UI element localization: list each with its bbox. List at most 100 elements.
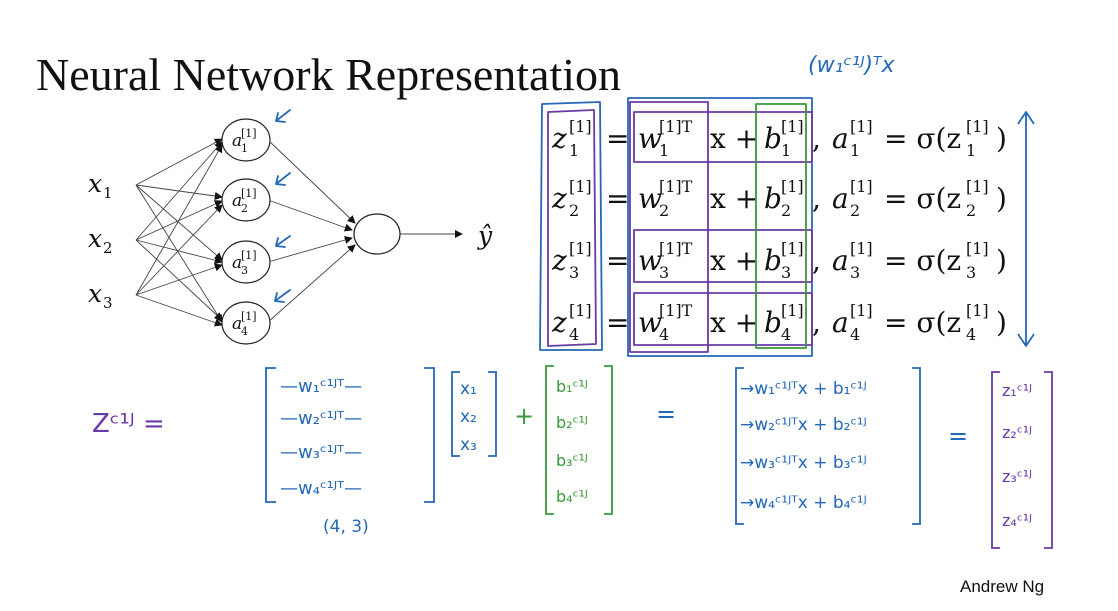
z-vec-3: z₃ᶜ¹ᴶ [1002,467,1032,486]
x-vec-1: x₁ [460,379,477,399]
equation-3-wsub: 3 [659,263,669,282]
b-vec-4: b₄ᶜ¹ᴶ [556,487,588,506]
svg-text:[1]: [1] [241,249,257,262]
equation-3-z: z [551,244,567,277]
equation-3-bsup: [1] [781,239,804,258]
result-matrix-bracket [735,367,921,525]
equation-3-rsup: [1] [966,239,989,258]
equation-3-wsup: [1]T [659,239,693,258]
hidden-node-4: a [1] 4 [221,301,271,345]
equation-2-a: a [832,182,849,215]
equation-3-a: a [832,244,849,277]
svg-text:3: 3 [103,294,113,312]
output-yhat: ŷ [477,221,493,250]
network-connections [135,138,463,327]
b-vec-3: b₃ᶜ¹ᴶ [556,451,588,470]
slide-title: Neural Network Representation [36,49,622,100]
equation-2-bsup: [1] [781,177,804,196]
equation-1-bsup: [1] [781,117,804,136]
equation-4-rsub: 4 [966,325,976,344]
equation-2-bsub: 2 [781,201,791,220]
equation-2-zsup: [1] [569,177,592,196]
equation-3-rsub: 3 [966,263,976,282]
equation-2-z: z [551,182,567,215]
equation-1-rsup: [1] [966,117,989,136]
equation-2-zsub: 2 [569,201,579,220]
equation-4-w: w [638,306,662,339]
equation-1-equals: = [606,122,629,155]
w-row-1: —w₁ᶜ¹ᴶᵀ— [280,376,362,397]
svg-text:3: 3 [241,264,248,277]
result-row-3: →w₃ᶜ¹ᴶᵀx + b₃ᶜ¹ᴶ [740,453,867,473]
equation-3-close: ) [996,244,1007,277]
equation-1-mid: x + [710,122,758,155]
x-vec-2: x₂ [460,407,477,427]
equation-3-bsub: 3 [781,263,791,282]
equation-2-b: b [764,182,782,215]
equation-1-asup: [1] [850,117,873,136]
equation-1-comma: , [812,122,821,155]
svg-text:a: a [232,131,242,151]
equation-3-mid: x + [710,244,758,277]
b-vector-bracket [545,365,613,515]
input-x3: x 3 [88,279,113,312]
equation-1-rhs: = σ(z [884,122,961,155]
equation-2-comma: , [812,182,821,215]
top-note-annotation: (w₁ᶜ¹ᴶ)ᵀx [808,53,895,78]
equals-sign-1: = [656,400,676,428]
z-vec-4: z₄ᶜ¹ᴶ [1002,511,1032,530]
b-vec-1: b₁ᶜ¹ᴶ [556,377,588,396]
equation-4-z: z [551,306,567,339]
svg-text:x: x [88,279,102,308]
equals-sign-2: = [948,422,968,450]
equation-4-a: a [832,306,849,339]
equation-4-wsub: 4 [659,325,669,344]
svg-text:x: x [88,169,102,198]
svg-text:1: 1 [103,184,113,202]
hidden-node-2: a [1] 2 [221,178,271,222]
z-lhs-label: Zᶜ¹ᴶ = [92,409,165,439]
equation-4-bsup: [1] [781,301,804,320]
author-credit: Andrew Ng [960,577,1045,596]
svg-text:[1]: [1] [241,127,257,140]
equation-4-b: b [764,306,782,339]
svg-text:a: a [232,314,242,334]
result-row-1: →w₁ᶜ¹ᴶᵀx + b₁ᶜ¹ᴶ [740,379,867,399]
equation-4-rhs: = σ(z [884,306,961,339]
equation-3-b: b [764,244,782,277]
equation-highlight-marks [539,97,1035,357]
equation-4-mid: x + [710,306,758,339]
svg-text:1: 1 [241,142,248,155]
equation-1-wsub: 1 [659,141,669,160]
equation-3-comma: , [812,244,821,277]
svg-text:2: 2 [241,202,248,215]
equation-3-w: w [638,244,662,277]
equation-4-equals: = [606,306,629,339]
equation-1-wsup: [1]T [659,117,693,136]
x-vector-bracket [451,371,497,457]
equation-3-zsup: [1] [569,239,592,258]
equation-1-a: a [832,122,849,155]
equation-2-equals: = [606,182,629,215]
equation-3-equals: = [606,244,629,277]
x-vec-3: x₃ [460,435,477,455]
equation-1-zsub: 1 [569,141,579,160]
equation-2-rhs: = σ(z [884,182,961,215]
z-vector-bracket [991,371,1053,549]
equation-1-zsup: [1] [569,117,592,136]
equation-2-asup: [1] [850,177,873,196]
svg-text:x: x [88,224,102,253]
z-vec-1: z₁ᶜ¹ᴶ [1002,381,1032,400]
input-x1: x 1 [88,169,113,202]
equation-4-bsub: 4 [781,325,791,344]
hidden-node-3: a [1] 3 [221,240,271,284]
equation-3-zsub: 3 [569,263,579,282]
w-row-4: —w₄ᶜ¹ᴶᵀ— [280,478,362,499]
input-x2: x 2 [88,224,113,257]
equation-1-rsub: 1 [966,141,976,160]
result-row-2: →w₂ᶜ¹ᴶᵀx + b₂ᶜ¹ᴶ [740,415,867,435]
